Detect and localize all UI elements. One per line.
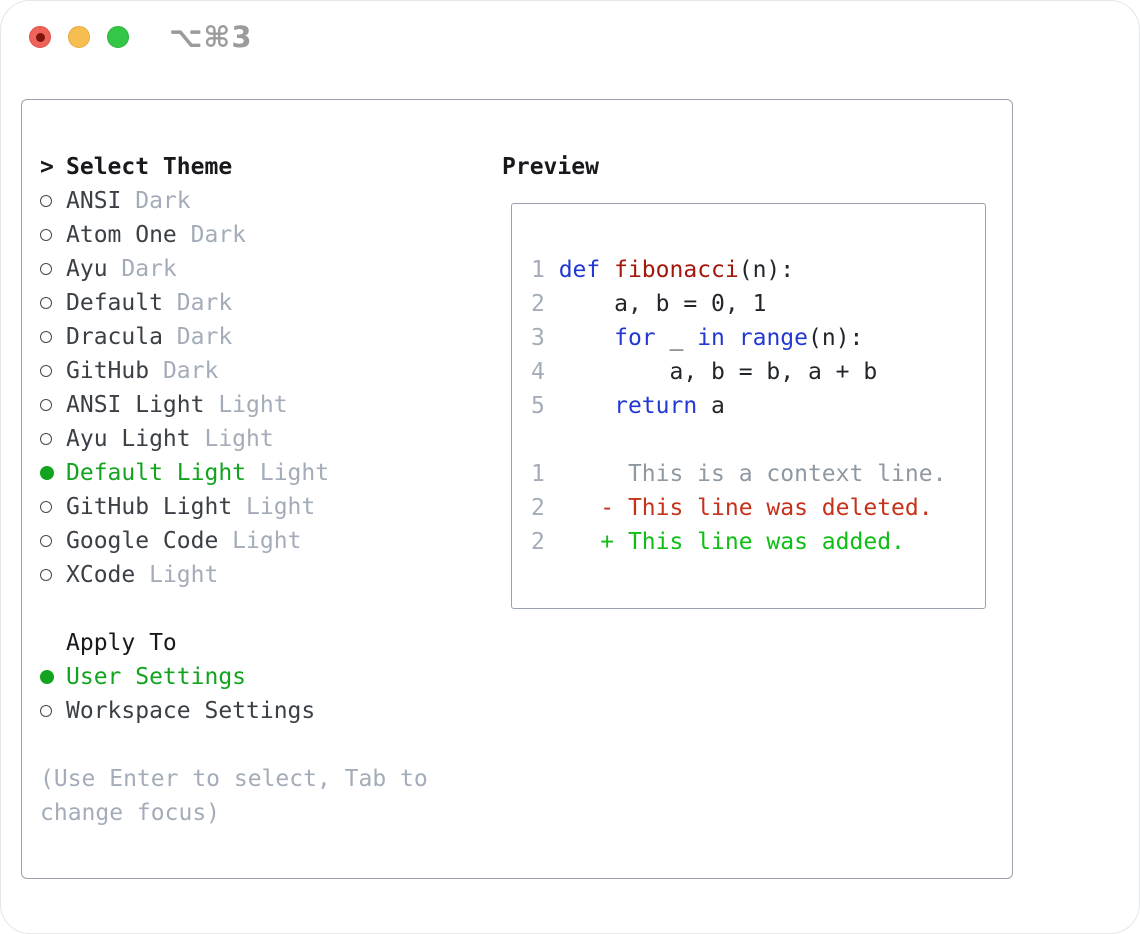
theme-option-google-code[interactable]: Google Code Light	[40, 524, 480, 558]
code-line: 5 return a	[531, 393, 725, 419]
option-label: Ayu Light	[66, 426, 191, 452]
option-label: Google Code	[66, 528, 219, 554]
code-line: 2 a, b = 0, 1	[531, 291, 767, 317]
theme-option-ansi-light[interactable]: ANSI Light Light	[40, 388, 480, 422]
theme-option-dracula[interactable]: Dracula Dark	[40, 320, 480, 354]
apply-option-user-settings[interactable]: User Settings	[40, 660, 480, 694]
radio-icon	[40, 501, 66, 513]
preview-title: Preview	[502, 154, 599, 180]
radio-icon	[40, 569, 66, 581]
code-line: 1 def fibonacci(n):	[531, 257, 795, 283]
option-label: GitHub	[66, 358, 150, 384]
close-dot-icon	[35, 32, 45, 42]
option-variant: Dark	[107, 256, 177, 282]
option-variant: Light	[218, 528, 302, 554]
theme-list-title: Select Theme	[66, 154, 233, 180]
radio-icon	[40, 399, 66, 411]
diff-line-added: 2 + This line was added.	[531, 529, 905, 555]
radio-icon	[40, 670, 66, 684]
radio-icon	[40, 229, 66, 241]
radio-icon	[40, 466, 66, 480]
option-label: ANSI	[66, 188, 122, 214]
option-variant: Dark	[176, 222, 247, 248]
option-variant: Light	[246, 460, 330, 486]
radio-icon	[40, 263, 66, 275]
apply-to-header: Apply To	[40, 626, 480, 660]
spacer	[40, 728, 480, 762]
radio-icon	[40, 297, 66, 309]
code-line: 4 a, b = b, a + b	[531, 359, 878, 385]
option-variant: Dark	[121, 188, 191, 214]
focus-caret-icon: >	[40, 154, 54, 180]
blank-line	[531, 423, 985, 457]
close-button[interactable]	[29, 26, 51, 48]
theme-option-ayu-light[interactable]: Ayu Light Light	[40, 422, 480, 456]
preview-panel: 1 def fibonacci(n): 2 a, b = 0, 1 3 for _ …	[511, 203, 986, 609]
option-variant: Light	[232, 494, 316, 520]
theme-option-default-light[interactable]: Default Light Light	[40, 456, 480, 490]
option-label: Default Light	[66, 460, 247, 486]
radio-icon	[40, 705, 66, 717]
option-variant: Dark	[149, 358, 219, 384]
option-variant: Light	[135, 562, 219, 588]
minimize-button[interactable]	[68, 26, 90, 48]
option-label: Workspace Settings	[66, 698, 316, 724]
diff-line-deleted: 2 - This line was deleted.	[531, 495, 933, 521]
option-label: Atom One	[66, 222, 177, 248]
diff-line-context: 1 This is a context line.	[531, 461, 947, 487]
zoom-button[interactable]	[107, 26, 129, 48]
theme-option-ayu[interactable]: Ayu Dark	[40, 252, 480, 286]
theme-option-github-light[interactable]: GitHub Light Light	[40, 490, 480, 524]
radio-icon	[40, 331, 66, 343]
option-label: Default	[66, 290, 163, 316]
spacer	[40, 592, 480, 626]
diff-block: 1 This is a context line. 2 - This line w…	[531, 457, 985, 559]
option-label: Ayu	[66, 256, 108, 282]
window-title: ⌥⌘3	[169, 20, 253, 54]
option-variant: Light	[190, 426, 274, 452]
code-line: 3 for _ in range(n):	[531, 325, 864, 351]
option-label: XCode	[66, 562, 136, 588]
option-label: GitHub Light	[66, 494, 233, 520]
help-hint: (Use Enter to select, Tab to change focu…	[40, 766, 428, 826]
option-label: ANSI Light	[66, 392, 205, 418]
radio-icon	[40, 535, 66, 547]
apply-to-title: Apply To	[66, 630, 177, 656]
theme-option-ansi[interactable]: ANSI Dark	[40, 184, 480, 218]
radio-icon	[40, 433, 66, 445]
code-block: 1 def fibonacci(n): 2 a, b = 0, 1 3 for _ …	[531, 253, 985, 423]
option-label: User Settings	[66, 664, 247, 690]
option-variant: Dark	[162, 324, 233, 350]
option-variant: Dark	[162, 290, 233, 316]
theme-list-header: > Select Theme	[40, 150, 480, 184]
titlebar: ⌥⌘3	[29, 20, 253, 54]
option-variant: Light	[204, 392, 288, 418]
radio-icon	[40, 195, 66, 207]
theme-option-default[interactable]: Default Dark	[40, 286, 480, 320]
apply-option-workspace-settings[interactable]: Workspace Settings	[40, 694, 480, 728]
option-label: Dracula	[66, 324, 163, 350]
theme-option-github[interactable]: GitHub Dark	[40, 354, 480, 388]
radio-icon	[40, 365, 66, 377]
theme-option-xcode[interactable]: XCode Light	[40, 558, 480, 592]
theme-option-atom-one[interactable]: Atom One Dark	[40, 218, 480, 252]
